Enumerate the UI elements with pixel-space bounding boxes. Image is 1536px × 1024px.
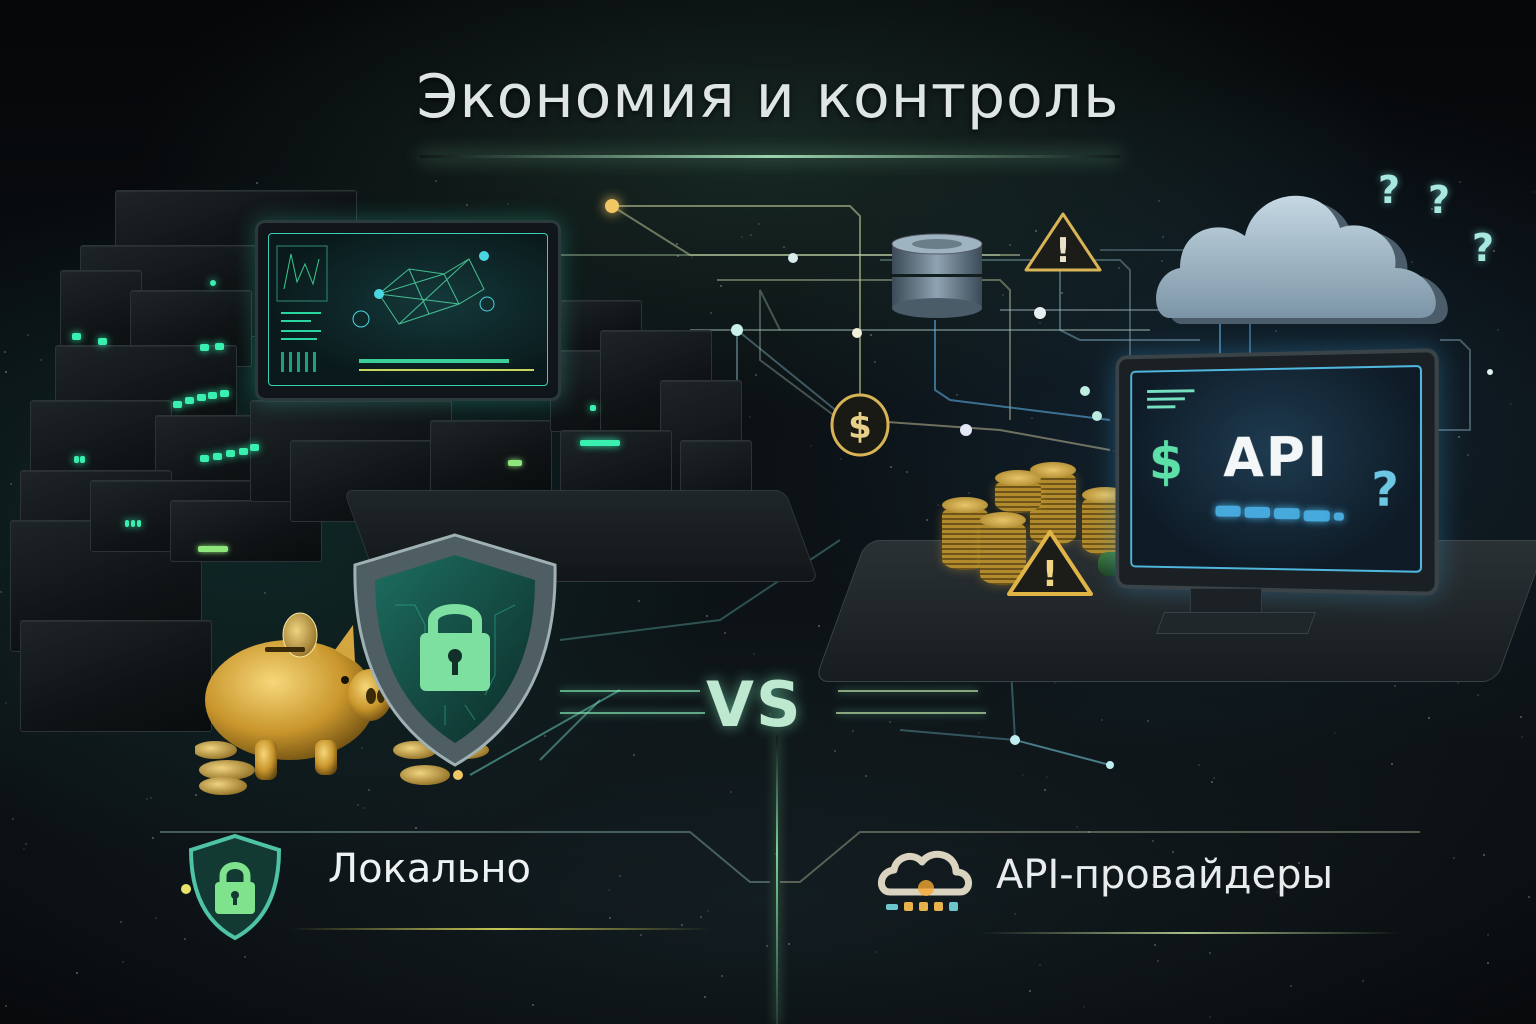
center-divider: [776, 735, 778, 1024]
api-monitor: $ API ?: [1115, 348, 1439, 596]
warning-triangle-icon: !: [1024, 212, 1102, 272]
svg-text:$: $: [848, 407, 872, 447]
question-mark-icon: ?: [1378, 168, 1401, 212]
vs-label: VS: [706, 668, 803, 741]
cloud-icon: [878, 850, 972, 911]
keyboard: [1155, 612, 1317, 634]
label-frames: [160, 831, 1420, 883]
label-local: Локально: [328, 846, 531, 892]
svg-text:!: !: [1055, 231, 1071, 271]
question-mark-icon: ?: [1472, 226, 1495, 270]
database-icon: [891, 233, 983, 318]
api-label: API: [1223, 425, 1330, 490]
right-label-underline: [980, 932, 1400, 934]
cloud-icon: [1156, 195, 1448, 324]
question-mark-icon: ?: [1371, 461, 1399, 518]
network-map-graphic: [276, 245, 534, 372]
shield-lock-icon: [353, 533, 557, 767]
label-api-providers: API-провайдеры: [996, 852, 1334, 898]
title-glow-line: [420, 155, 1120, 158]
svg-text:!: !: [1042, 554, 1058, 595]
progress-segment: [1215, 505, 1241, 517]
vs-line: [560, 690, 700, 692]
piggy-bank-icon: [195, 612, 392, 795]
monitor-dashboard: [255, 220, 561, 401]
page-title: Экономия и контроль: [416, 62, 1120, 132]
left-label-underline: [290, 928, 710, 930]
shield-lock-icon: [188, 833, 282, 941]
warning-triangle-icon: !: [1007, 530, 1093, 596]
question-mark-icon: ?: [1428, 178, 1451, 222]
dollar-icon: $: [1148, 432, 1184, 492]
menu-lines-icon: [1147, 389, 1195, 393]
dollar-coin-icon: $: [830, 393, 890, 457]
